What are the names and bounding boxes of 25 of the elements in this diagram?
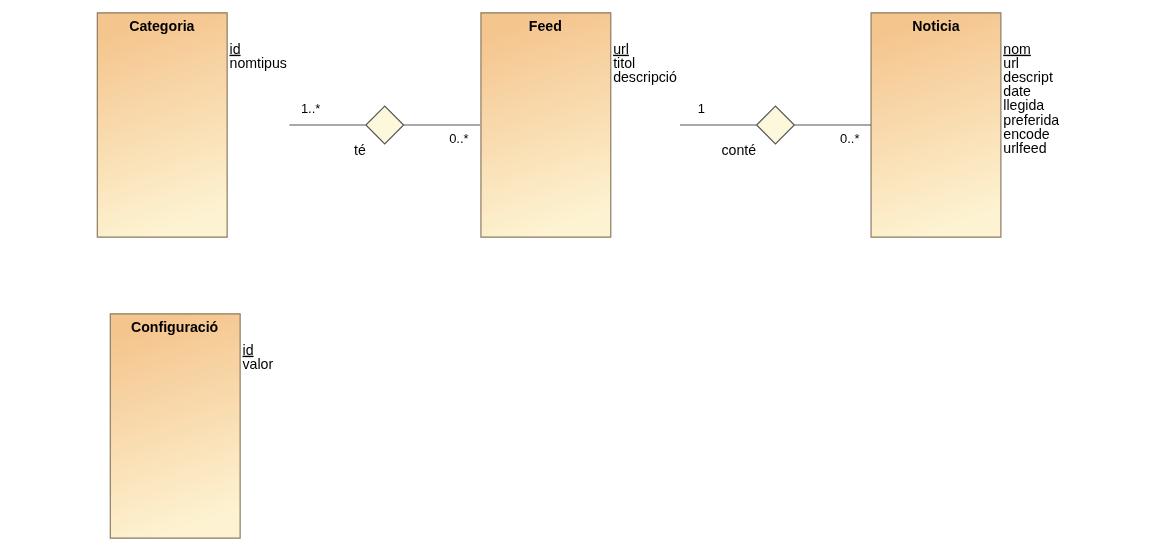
node-label: titol (612, 54, 635, 71)
edge-label: 1 (697, 101, 705, 117)
edge-label: 0..* (839, 131, 859, 147)
node-label: url (1002, 54, 1019, 71)
node-label: date (1002, 83, 1031, 100)
connector (402, 124, 481, 126)
node-label: urlfeed (1002, 139, 1047, 156)
connector (793, 124, 872, 126)
edge-label: 0..* (448, 131, 469, 147)
node-label: nomtipus (229, 54, 287, 71)
node-label: llegida (1002, 97, 1044, 114)
node-label: valor (242, 355, 273, 372)
node-label: id (242, 341, 254, 358)
node-diamond (364, 105, 404, 145)
connector (288, 124, 366, 126)
node-diamond (755, 105, 795, 145)
node-label: descript (1002, 69, 1053, 86)
node-label: id (229, 40, 241, 57)
node-label: conté (721, 142, 756, 159)
connector (678, 124, 757, 126)
edge-label: 1..* (300, 101, 320, 117)
node-label: té (353, 142, 366, 159)
node-label: url (612, 40, 629, 57)
node-label: descripció (612, 69, 677, 86)
node-label: nom (1002, 40, 1031, 57)
